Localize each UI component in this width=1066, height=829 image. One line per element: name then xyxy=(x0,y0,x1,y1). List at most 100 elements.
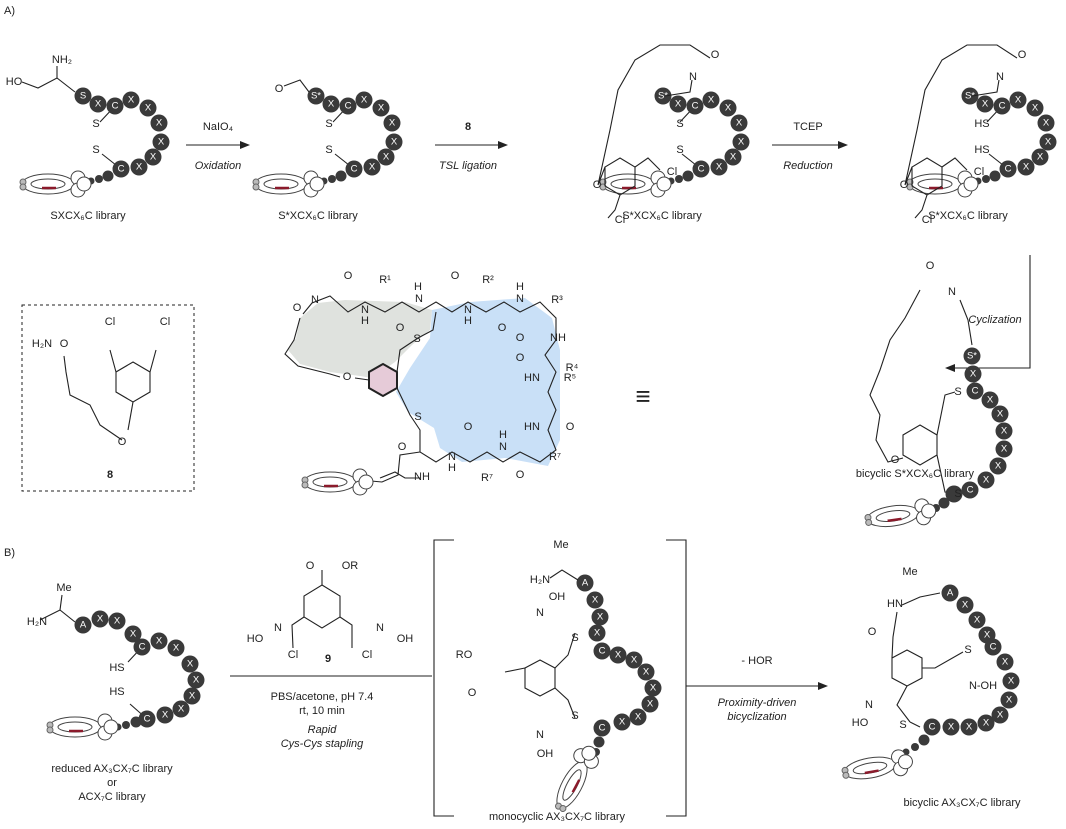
dna-tag-icon xyxy=(599,170,672,198)
atom-label: O xyxy=(926,260,935,272)
atom-label: OH xyxy=(549,591,566,603)
residue-bead xyxy=(1009,91,1027,109)
atom-label: O xyxy=(516,332,525,344)
residue-letter: X xyxy=(189,691,196,702)
residue-bead xyxy=(669,95,687,113)
condition-rapid: Rapid xyxy=(308,724,338,736)
atom-label: H₂N xyxy=(27,616,47,628)
dna-tag-icon xyxy=(864,498,937,528)
atom-label: S xyxy=(676,118,683,130)
residue-letter: A xyxy=(582,578,589,589)
residue-letter: X xyxy=(997,409,1004,420)
atom-label: S xyxy=(899,719,906,731)
arrow-oxidation-label: Oxidation xyxy=(195,160,241,172)
atom-label: H xyxy=(464,315,472,327)
residue-bead xyxy=(730,114,748,132)
residue-bead xyxy=(641,695,659,713)
residue-letter: X xyxy=(145,103,152,114)
arrow-stapling: PBS/acetone, pH 7.4 rt, 10 min Rapid Cys… xyxy=(230,675,432,750)
atom-label: Cl xyxy=(288,649,298,661)
residue-bead xyxy=(74,616,92,634)
structure-2-atoms: OSS xyxy=(275,83,333,156)
residue-letter: X xyxy=(156,636,163,647)
atom-label: S xyxy=(676,144,683,156)
residue-bead xyxy=(629,708,647,726)
caption-acx7c: ACX₇C library xyxy=(78,791,146,803)
residue-letter: X xyxy=(378,103,385,114)
linker-dot xyxy=(130,716,142,728)
residue-bead xyxy=(732,133,750,151)
residue-bead xyxy=(138,710,156,728)
atom-label: S xyxy=(325,118,332,130)
residue-letter: X xyxy=(966,722,973,733)
residue-letter: X xyxy=(136,162,143,173)
linker-dot xyxy=(122,721,130,729)
compound-8-box: 8 xyxy=(21,304,195,492)
brackets xyxy=(433,539,687,817)
residue-letter: X xyxy=(391,137,398,148)
residue-bead xyxy=(923,718,941,736)
atom-label: H xyxy=(516,281,524,293)
atom-label: HS xyxy=(974,144,989,156)
residue-letter: X xyxy=(962,600,969,611)
residue-letter: X xyxy=(708,95,715,106)
atom-label: HO xyxy=(247,633,264,645)
atom-label: HO xyxy=(6,76,23,88)
residue-bead xyxy=(307,87,325,105)
residue-bead xyxy=(139,99,157,117)
residue-letter: X xyxy=(730,152,737,163)
linker-dot xyxy=(938,497,950,509)
atom-label: O xyxy=(275,83,284,95)
arrow-tsl-label: TSL ligation xyxy=(439,160,497,172)
arrow-bicyclization: - HOR Proximity-driven bicyclization xyxy=(686,655,828,723)
residue-bead xyxy=(710,158,728,176)
residue-bead xyxy=(981,391,999,409)
residue-letter: C xyxy=(144,714,151,725)
atom-label: HS xyxy=(974,118,989,130)
residue-bead xyxy=(999,160,1017,178)
residue-letter: X xyxy=(158,137,165,148)
atom-label: H₂N xyxy=(530,574,550,586)
linker-dot xyxy=(102,170,114,182)
residue-letter: X xyxy=(725,103,732,114)
residue-letter: X xyxy=(983,475,990,486)
atom-label: OH xyxy=(537,748,554,760)
residue-letter: X xyxy=(173,643,180,654)
residue-letter: X xyxy=(983,718,990,729)
residue-bead xyxy=(977,714,995,732)
residue-letter: S* xyxy=(658,91,668,102)
condition-time: rt, 10 min xyxy=(299,705,345,717)
atom-label: R⁷ xyxy=(549,451,561,463)
residue-letter: X xyxy=(97,614,104,625)
atom-label: HN xyxy=(524,372,540,384)
residue-bead xyxy=(593,719,611,737)
residue-letter: X xyxy=(1037,152,1044,163)
residue-bead xyxy=(1037,114,1055,132)
residue-letter: X xyxy=(619,717,626,728)
atom-label: O xyxy=(516,352,525,364)
residue-letter: C xyxy=(698,164,705,175)
residue-bead xyxy=(1039,133,1057,151)
residue-bead xyxy=(995,422,1013,440)
residue-letter: C xyxy=(118,164,125,175)
residue-bead xyxy=(124,625,142,643)
atom-label: N xyxy=(516,293,524,305)
residue-bead xyxy=(996,653,1014,671)
caption-oxidized: S*XCX₆C library xyxy=(278,210,358,222)
residue-bead xyxy=(122,91,140,109)
residue-bead xyxy=(91,610,109,628)
macrocycle-structure xyxy=(284,295,560,483)
residue-letter: X xyxy=(383,152,390,163)
atom-label: NH₂ xyxy=(52,54,72,66)
macrocycle-benzene xyxy=(368,362,398,398)
atom-label: HS xyxy=(109,686,124,698)
residue-bead xyxy=(593,642,611,660)
residue-letter: C xyxy=(999,101,1006,112)
residue-letter: C xyxy=(972,386,979,397)
residue-letter: X xyxy=(1015,95,1022,106)
residue-letter: X xyxy=(738,137,745,148)
residue-bead xyxy=(961,87,979,105)
